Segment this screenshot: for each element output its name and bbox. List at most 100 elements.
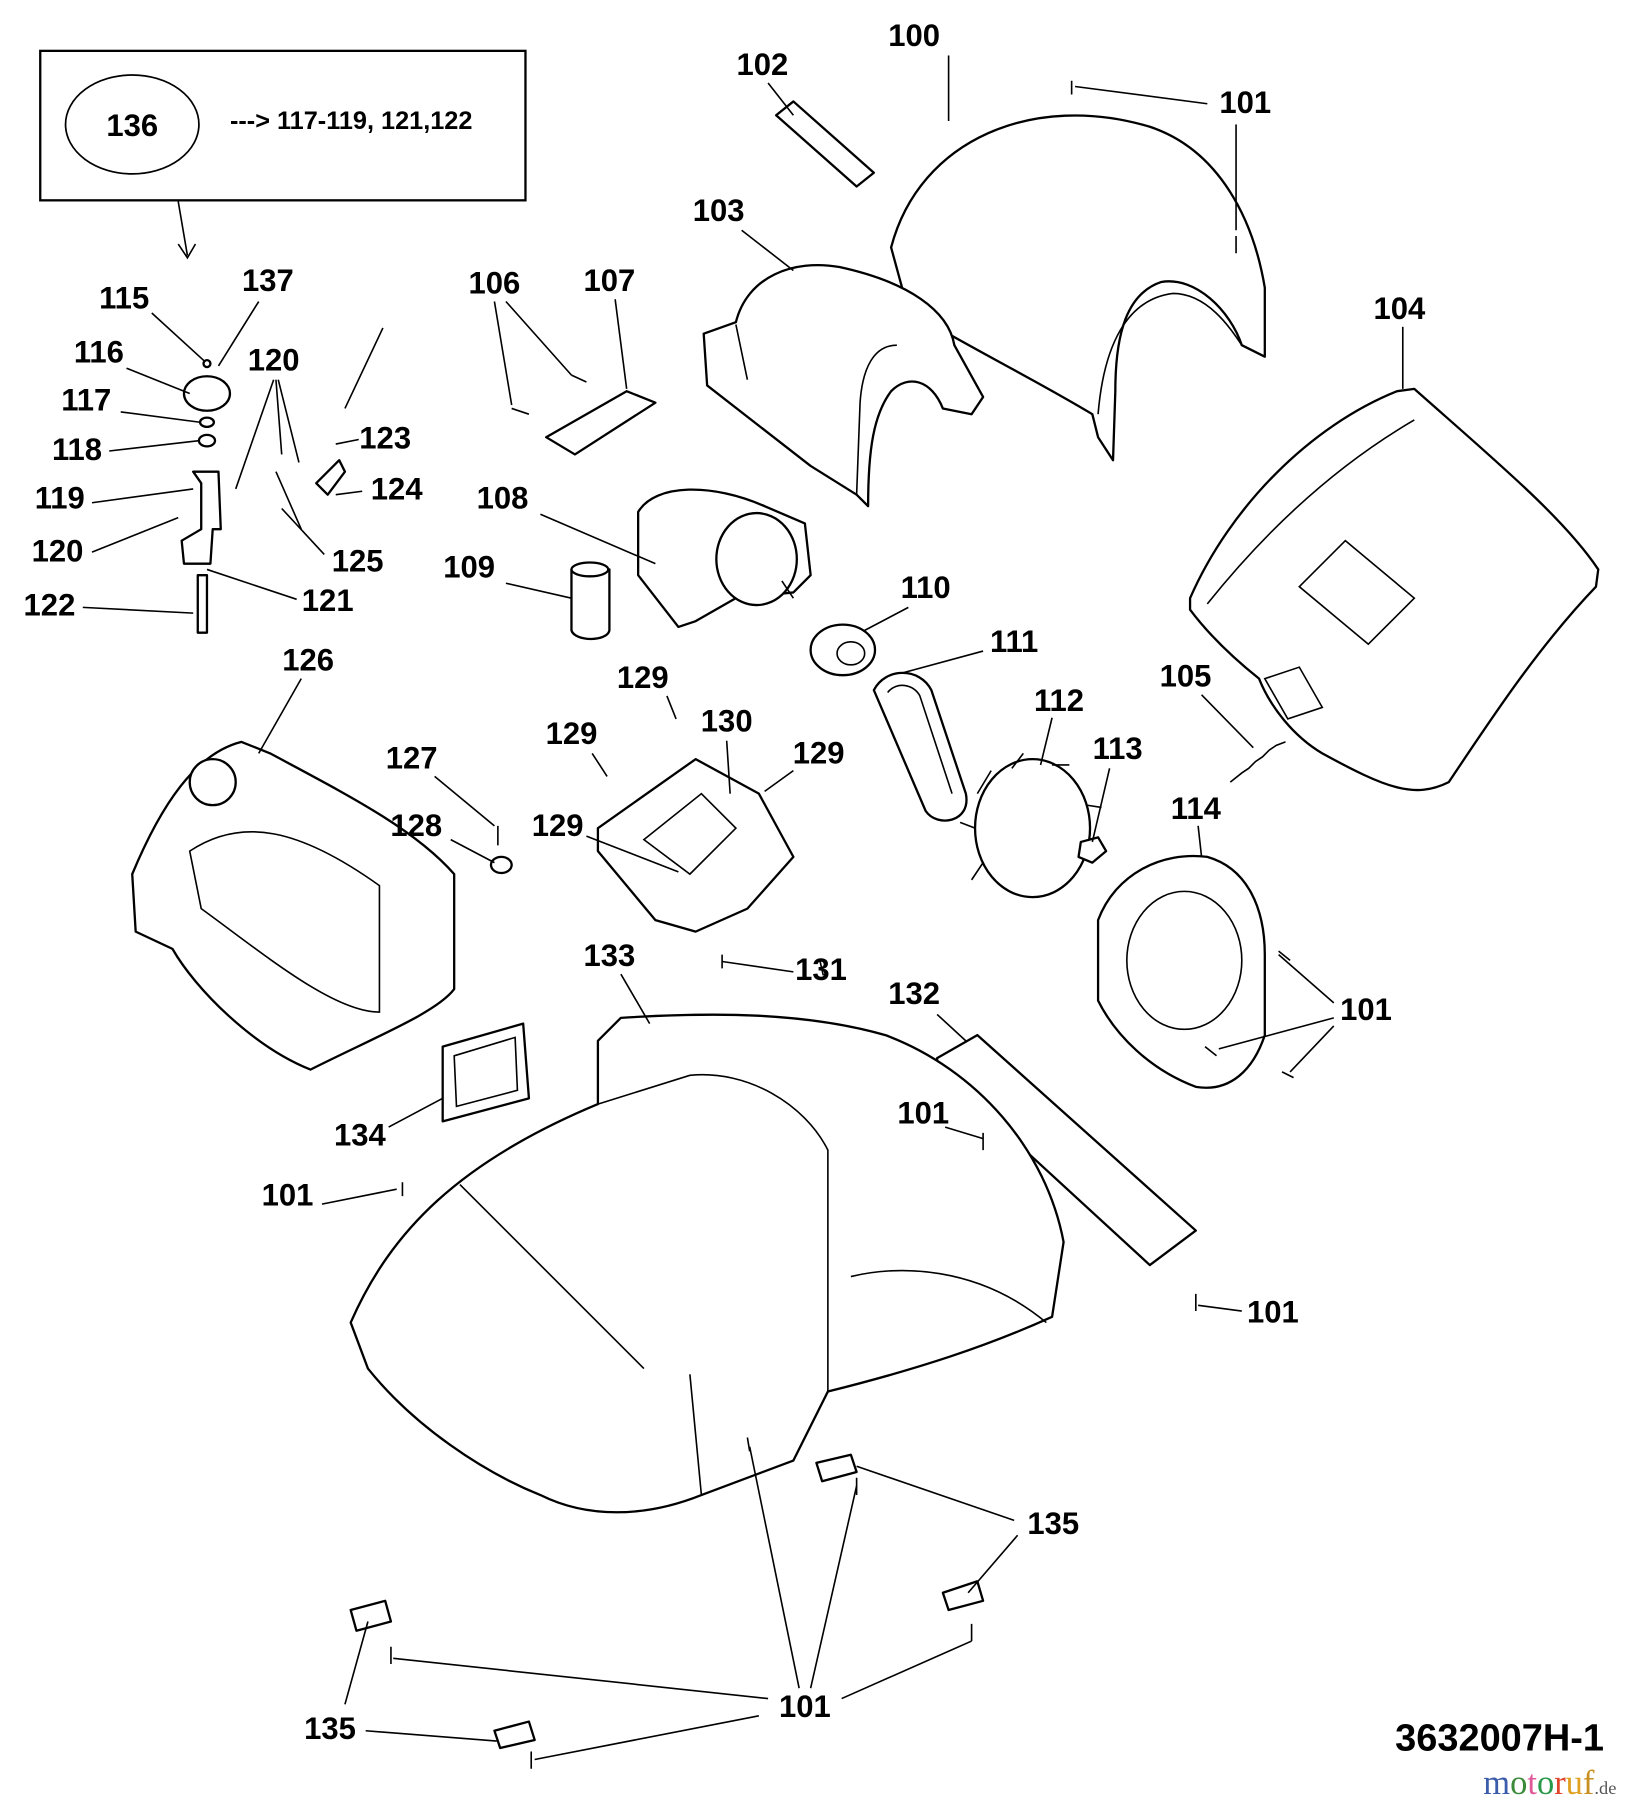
leader-line-121 (206, 568, 297, 601)
leader-line-101 (393, 1657, 769, 1700)
callout-104: 104 (1373, 291, 1426, 326)
callout-132: 132 (888, 976, 940, 1011)
callout-125: 125 (332, 544, 384, 579)
part-113-nut (1077, 836, 1108, 864)
part-107-clip (545, 390, 657, 456)
leader-line-120 (91, 516, 179, 553)
callout-107: 107 (584, 263, 636, 298)
leader-line-101 (809, 1485, 858, 1689)
callout-109: 109 (443, 549, 495, 584)
parts (131, 80, 1600, 1769)
callout-137: 137 (242, 263, 294, 298)
leader-line-106 (505, 300, 573, 376)
callout-129: 129 (793, 736, 845, 771)
part-126-grille-cover (131, 740, 456, 1071)
callout-115: 115 (99, 280, 149, 315)
leader-line-131 (721, 960, 794, 973)
part-111-belt (872, 671, 968, 822)
callout-116: 116 (74, 334, 124, 369)
leader-line-128 (450, 838, 495, 864)
callout-129: 129 (546, 716, 598, 751)
leader-line-101 (748, 1446, 800, 1689)
leader-line-116 (126, 367, 191, 395)
leader-line-129 (764, 769, 794, 792)
leader-line-111 (902, 650, 984, 674)
part-105-spring (1229, 741, 1286, 783)
leader-line-122 (82, 606, 194, 614)
part-104-side-panel (1188, 387, 1600, 792)
callout-131: 131 (795, 952, 847, 987)
leader-line-110 (864, 606, 909, 632)
leader-line-125 (281, 507, 325, 556)
callout-101: 101 (1340, 992, 1392, 1027)
part-106-screw (511, 374, 587, 415)
callout-101: 101 (1219, 85, 1271, 120)
callout-114: 114 (1171, 791, 1222, 826)
leader-line-129 (666, 695, 677, 720)
leader-line-129 (586, 835, 679, 873)
leader-line-114 (1197, 825, 1203, 857)
part-101-screws (390, 80, 1294, 1769)
callout-101: 101 (262, 1177, 314, 1212)
leader-line-108 (540, 513, 656, 565)
part-114-fan-housing (1096, 854, 1266, 1089)
leader-line-130 (725, 740, 731, 794)
callout-108: 108 (477, 480, 529, 515)
leader-line-101 (841, 1640, 972, 1700)
callout-117: 117 (61, 383, 111, 418)
leader-line-109 (505, 582, 572, 599)
part-133-base (349, 1013, 1065, 1514)
leader-line-101 (1278, 954, 1335, 1004)
leader-line-133 (620, 973, 651, 1025)
callout-128: 128 (390, 808, 442, 843)
part-109-capacitor (570, 568, 611, 641)
callout-123: 123 (359, 421, 411, 456)
leader-line-105 (1200, 694, 1254, 749)
callout-129: 129 (617, 660, 669, 695)
callout-120: 120 (32, 533, 84, 568)
callout-103: 103 (693, 193, 745, 228)
callout-102: 102 (736, 47, 788, 82)
part-115-125-switch-parts (180, 327, 384, 634)
leader-line-123 (335, 438, 359, 445)
callout-119: 119 (35, 480, 85, 515)
leader-line-134 (388, 1097, 444, 1128)
drawing-number: 3632007H-1 (1395, 1717, 1604, 1759)
callout-111: 111 (990, 624, 1038, 659)
callout-133: 133 (584, 938, 636, 973)
assembly-legend-box: 136 ---> 117-119, 121,122 (39, 49, 527, 260)
leader-line-101 (944, 1126, 984, 1140)
leader-line-132 (936, 1013, 967, 1042)
part-112-fan (973, 757, 1092, 899)
callout-135: 135 (1027, 1506, 1079, 1541)
callout-130: 130 (701, 704, 753, 739)
leader-line-120 (234, 379, 275, 490)
leader-line-101 (1074, 85, 1208, 105)
leader-line-112 (1039, 717, 1053, 766)
leader-line-135 (365, 1729, 497, 1742)
leader-line-135 (967, 1534, 1019, 1594)
leader-line-107 (614, 299, 628, 390)
callout-126: 126 (282, 643, 334, 678)
callout-106: 106 (469, 265, 521, 300)
part-135-feet (349, 1453, 985, 1750)
callout-129: 129 (532, 808, 584, 843)
watermark-logo: motoruf.de (1483, 1764, 1616, 1800)
leader-line-113 (1091, 768, 1111, 843)
callout-101: 101 (779, 1689, 831, 1724)
callout-113: 113 (1093, 731, 1143, 766)
callout-110: 110 (901, 570, 951, 605)
leader-line-101 (1198, 1304, 1242, 1312)
leader-line-103 (741, 229, 794, 272)
callout-118: 118 (52, 432, 102, 467)
leader-line-126 (258, 678, 302, 754)
callout-122: 122 (24, 587, 76, 622)
leader-line-120 (277, 379, 300, 463)
leader-line-119 (91, 488, 194, 504)
leader-line-127 (434, 775, 495, 827)
callout-124: 124 (371, 471, 424, 506)
part-130-bracket (596, 757, 795, 933)
callout-127: 127 (386, 740, 438, 775)
part-103-motor-housing (702, 263, 985, 508)
